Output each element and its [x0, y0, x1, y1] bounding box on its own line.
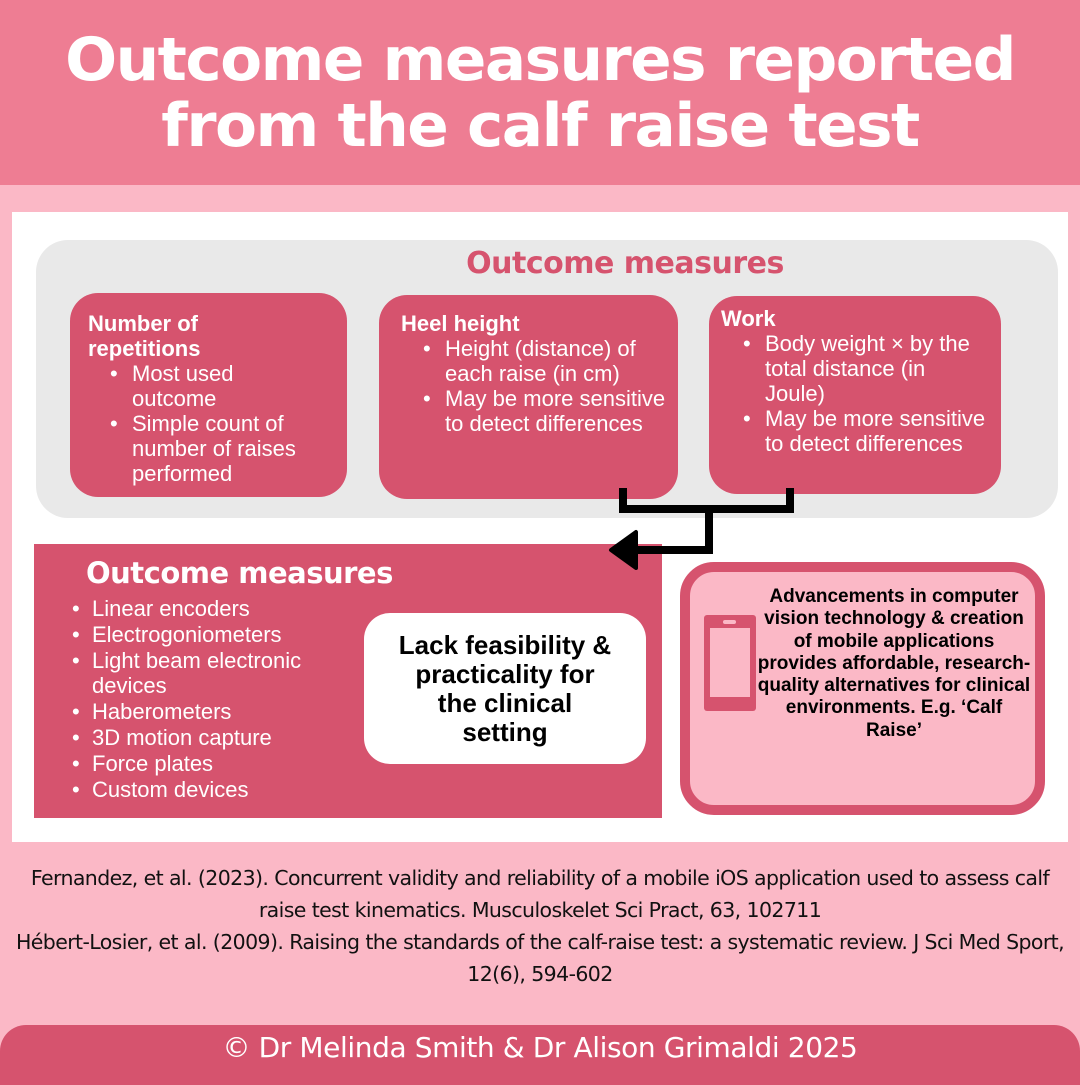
outcome-measures-heading: Outcome measures — [466, 246, 784, 281]
feasibility-callout: Lack feasibility & practicality for the … — [364, 613, 646, 764]
mobile-app-card: Advancements in computer vision technolo… — [680, 562, 1045, 815]
card-heading: Heel height — [401, 311, 520, 336]
card-number-of-repetitions: Number of repetitions Most used outcome … — [70, 293, 347, 497]
tool-item: Force plates — [72, 751, 362, 777]
card-bullet-list: Most used outcome Simple count of number… — [88, 361, 331, 486]
card-heading: Number of repetitions — [88, 311, 201, 361]
card-bullet-list: Body weight × by the total distance (in … — [721, 331, 985, 456]
card-heel-height: Heel height Height (distance) of each ra… — [379, 295, 678, 499]
mobile-app-text: Advancements in computer vision technolo… — [757, 586, 1031, 741]
measurement-tools-box: Outcome measures Linear encoders Electro… — [34, 544, 662, 818]
card-bullet: Simple count of number of raises perform… — [110, 411, 337, 486]
card-bullet: Most used outcome — [110, 361, 292, 411]
card-bullet-list: Height (distance) of each raise (in cm) … — [401, 336, 665, 436]
copyright-footer: © Dr Melinda Smith & Dr Alison Grimaldi … — [0, 1025, 1080, 1085]
card-bullet: May be more sensitive to detect differen… — [423, 386, 667, 436]
tool-item: Electrogoniometers — [72, 622, 362, 648]
card-heading: Work — [721, 306, 776, 331]
feasibility-callout-text: Lack feasibility & practicality for the … — [398, 629, 612, 747]
references: Fernandez, et al. (2023). Concurrent val… — [0, 862, 1080, 990]
reference-item: Hébert-Losier, et al. (2009). Raising th… — [15, 930, 1065, 986]
tool-item: Light beam electronic devices — [72, 648, 362, 700]
tool-item: 3D motion capture — [72, 725, 362, 751]
card-bullet: Body weight × by the total distance (in … — [743, 331, 980, 406]
card-bullet: Height (distance) of each raise (in cm) — [423, 336, 655, 386]
tool-item: Haberometers — [72, 699, 362, 725]
card-bullet: May be more sensitive to detect differen… — [743, 406, 987, 456]
tools-heading: Outcome measures — [86, 556, 393, 590]
copyright-text: © Dr Melinda Smith & Dr Alison Grimaldi … — [222, 1031, 858, 1064]
tools-list: Linear encoders Electrogoniometers Light… — [68, 596, 362, 802]
mobile-phone-icon — [704, 615, 756, 711]
card-work: Work Body weight × by the total distance… — [709, 296, 1001, 494]
tool-item: Custom devices — [72, 777, 362, 803]
reference-item: Fernandez, et al. (2023). Concurrent val… — [30, 866, 1050, 922]
tool-item: Linear encoders — [72, 596, 362, 622]
page-title: Outcome measures reported from the calf … — [65, 24, 1016, 161]
header-banner: Outcome measures reported from the calf … — [0, 0, 1080, 185]
